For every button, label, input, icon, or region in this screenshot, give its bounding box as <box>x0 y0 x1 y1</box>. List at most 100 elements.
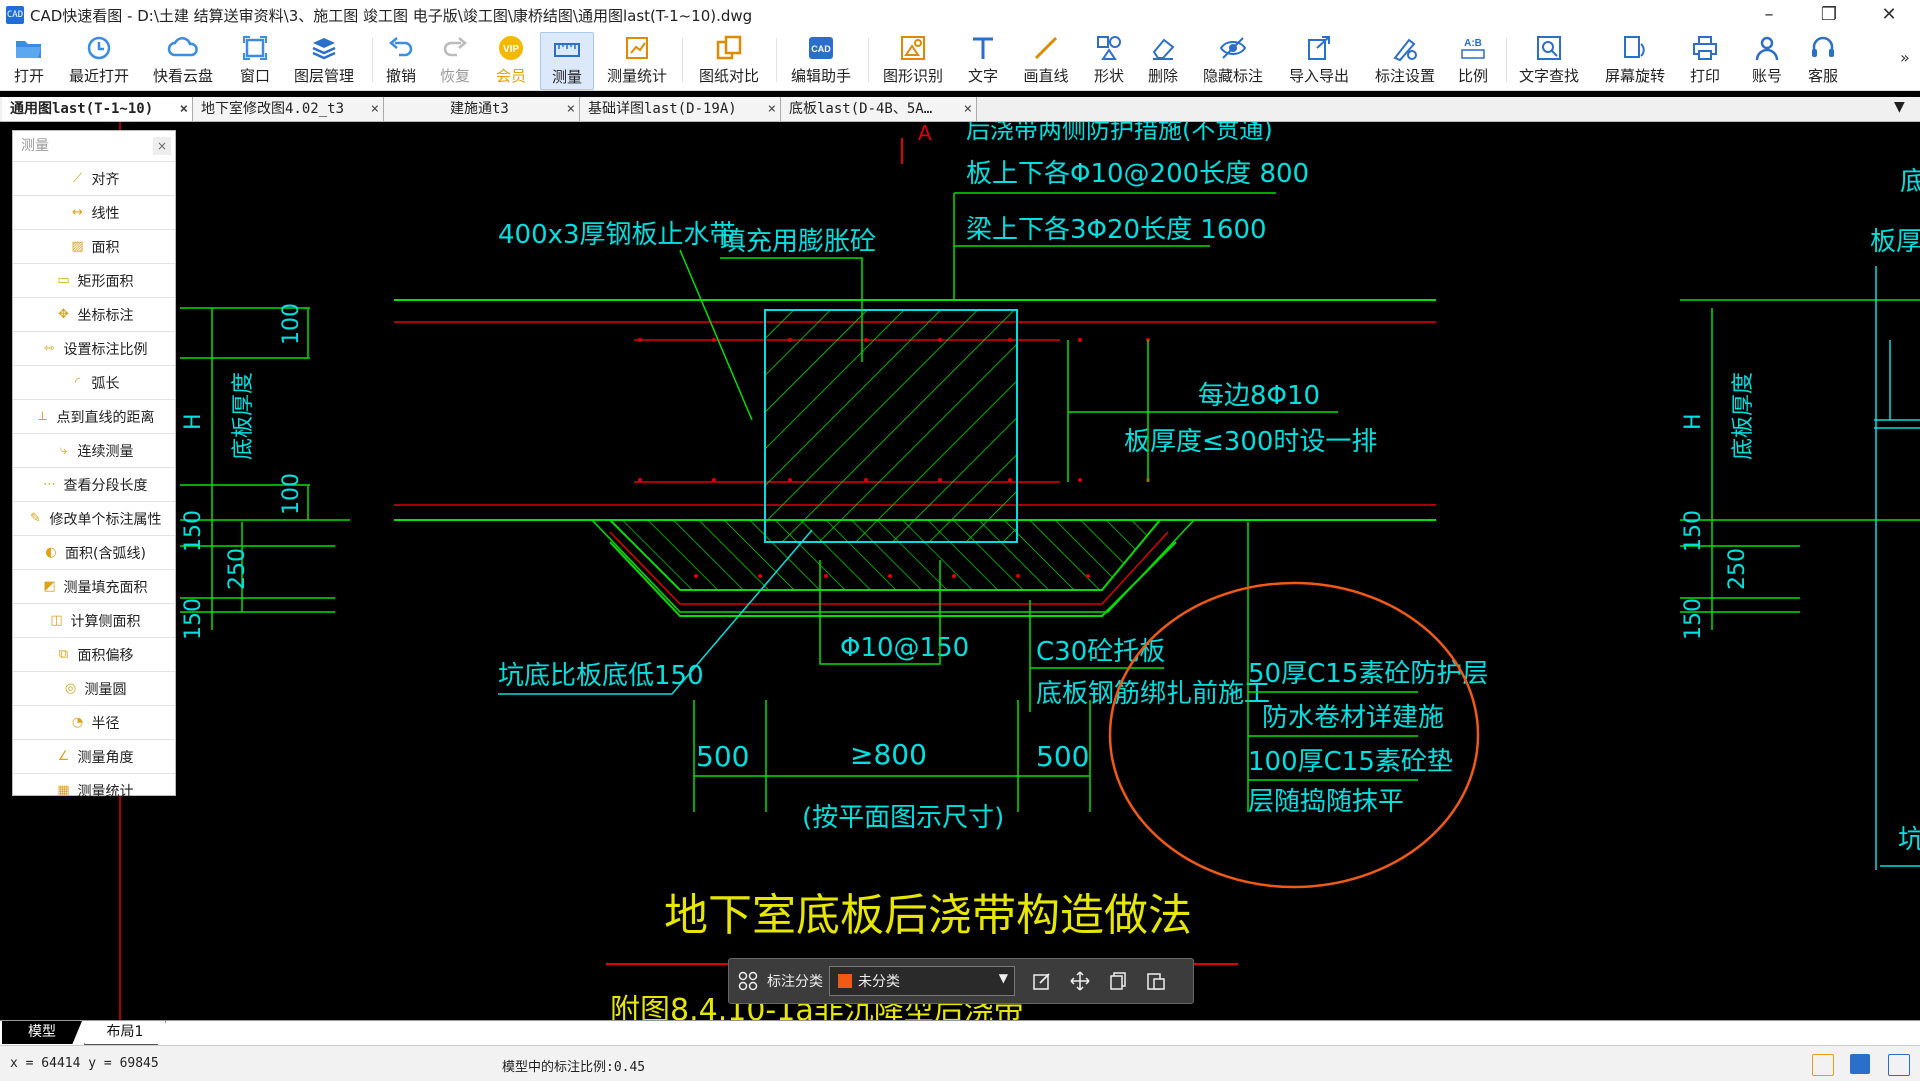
print-button[interactable]: 打印 <box>1684 32 1726 88</box>
redo-button[interactable]: 恢复 <box>434 32 476 88</box>
recent-open-button[interactable]: 最近打开 <box>64 32 134 88</box>
edit-helper-button[interactable]: CAD 编辑助手 <box>786 32 856 88</box>
measure-item-side-area[interactable]: ◫计算侧面积 <box>13 603 175 637</box>
tab-document[interactable]: 建施通t3 × <box>384 97 580 121</box>
tab-close-icon[interactable]: × <box>370 101 379 117</box>
dim-text: 150 <box>181 598 206 640</box>
dim-text: 500 <box>1036 740 1089 773</box>
note-slab-rebar: 板上下各Φ10@200长度 800 <box>966 159 1309 189</box>
shape-recognize-button[interactable]: 图形识别 <box>878 32 948 88</box>
measure-item-fill-area[interactable]: ◩测量填充面积 <box>13 569 175 603</box>
area-offset-icon: ⧉ <box>58 646 69 662</box>
undo-button[interactable]: 撤销 <box>380 32 422 88</box>
vip-button[interactable]: VIP 会员 <box>490 32 532 88</box>
annotation-settings-button[interactable]: 标注设置 <box>1370 32 1440 88</box>
tab-document[interactable]: 基础详图last(D-19A) × <box>580 97 781 121</box>
tab-close-icon[interactable]: × <box>566 101 575 117</box>
shapes-button[interactable]: 形状 <box>1088 32 1130 88</box>
cloud-drive-button[interactable]: 快看云盘 <box>148 32 218 88</box>
cloud-icon <box>166 32 200 64</box>
layer-manager-button[interactable]: 图层管理 <box>292 32 356 88</box>
svg-text:VIP: VIP <box>503 44 519 55</box>
measure-item-coordinate[interactable]: ✥坐标标注 <box>13 297 175 331</box>
measure-item-continuous[interactable]: ⤷连续测量 <box>13 433 175 467</box>
measure-item-align[interactable]: ⟋对齐 <box>13 161 175 195</box>
measure-item-arc-length[interactable]: ◜弧长 <box>13 365 175 399</box>
hide-annotation-button[interactable]: 隐藏标注 <box>1198 32 1268 88</box>
fullscreen-icon[interactable] <box>1888 1054 1910 1076</box>
measure-item-radius[interactable]: ◔半径 <box>13 705 175 739</box>
tab-document[interactable]: 通用图last(T-1~10) × <box>2 97 193 121</box>
measure-item-edit-annotation[interactable]: ✎修改单个标注属性 <box>13 501 175 535</box>
measure-item-point-line[interactable]: ⟂点到直线的距离 <box>13 399 175 433</box>
tab-document[interactable]: 地下室修改图4.02_t3 × <box>193 97 384 121</box>
right-partial-text: 底 <box>1900 167 1920 197</box>
tab-close-icon[interactable]: × <box>179 101 188 117</box>
edit-icon[interactable] <box>1023 959 1061 1003</box>
maximize-button[interactable]: ❐ <box>1820 4 1838 25</box>
tab-layout1[interactable]: 布局1 <box>84 1021 166 1045</box>
move-icon[interactable] <box>1061 959 1099 1003</box>
rebar-dots <box>638 338 1150 578</box>
dim-text: 150 <box>1681 598 1706 640</box>
measure-item-stats[interactable]: ▦测量统计 <box>13 773 175 807</box>
chevron-down-icon: ▼ <box>998 971 1008 985</box>
radius-icon: ◔ <box>71 714 84 730</box>
label-slab-thickness: 底板厚度 <box>1731 372 1756 460</box>
minimize-button[interactable]: – <box>1764 4 1774 25</box>
support-button[interactable]: 客服 <box>1802 32 1844 88</box>
note-c15-protect: 50厚C15素砼防护层 <box>1248 659 1488 689</box>
open-button[interactable]: 打开 <box>8 32 50 88</box>
copy-icon[interactable] <box>1099 959 1137 1003</box>
measure-stats-button[interactable]: 测量统计 <box>604 32 670 88</box>
draw-line-button[interactable]: 画直线 <box>1018 32 1074 88</box>
toolbar-more-button[interactable]: » <box>1900 48 1910 67</box>
leader-line <box>679 249 753 421</box>
compare-button[interactable]: 图纸对比 <box>694 32 764 88</box>
measure-item-area-offset[interactable]: ⧉面积偏移 <box>13 637 175 671</box>
snap-icon[interactable] <box>1850 1054 1870 1074</box>
measure-item-angle[interactable]: ∠测量角度 <box>13 739 175 773</box>
set-scale-icon: ⇿ <box>44 340 55 356</box>
measure-panel-header: 测量 × <box>13 131 175 161</box>
dim-ticks <box>180 307 350 613</box>
annotation-category-select[interactable]: 未分类 ▼ <box>829 966 1015 996</box>
drawing-canvas[interactable]: 后浇带两侧防护措施(不贯通) A 100 100 150 250 15 <box>0 122 1920 1020</box>
paste-icon[interactable] <box>1137 959 1175 1003</box>
text-icon <box>966 32 1000 64</box>
shape-recognize-icon <box>896 32 930 64</box>
measure-button[interactable]: 测量 <box>540 32 594 90</box>
measure-item-circle[interactable]: ◎测量圆 <box>13 671 175 705</box>
area-icon: ▨ <box>71 238 84 254</box>
note-beam-rebar: 梁上下各3Φ20长度 1600 <box>966 215 1267 245</box>
delete-button[interactable]: 删除 <box>1142 32 1184 88</box>
text-button[interactable]: 文字 <box>962 32 1004 88</box>
grid-icon[interactable] <box>729 959 767 1003</box>
rect-area-icon: ▭ <box>57 272 70 288</box>
window-button[interactable]: 窗口 <box>234 32 276 88</box>
tray-rebar-line <box>609 531 1169 605</box>
rotate-screen-button[interactable]: 屏幕旋转 <box>1600 32 1670 88</box>
import-export-button[interactable]: 导入导出 <box>1284 32 1354 88</box>
scale-button[interactable]: A:B 比例 <box>1452 32 1494 88</box>
measure-item-linear[interactable]: ↔线性 <box>13 195 175 229</box>
panel-close-icon[interactable]: × <box>153 137 171 155</box>
drawing-text-mark: A <box>918 122 932 145</box>
measure-item-rect-area[interactable]: ▭矩形面积 <box>13 263 175 297</box>
measure-item-segment[interactable]: ⋯查看分段长度 <box>13 467 175 501</box>
note-icon[interactable] <box>1812 1054 1834 1076</box>
tab-menu-button[interactable]: ▼ <box>1894 99 1905 115</box>
arc-area-icon: ◐ <box>45 544 57 560</box>
note-rebar-150: Φ10@150 <box>840 633 969 663</box>
shapes-icon <box>1092 32 1126 64</box>
tab-model[interactable]: 模型 <box>2 1021 82 1044</box>
tab-close-icon[interactable]: × <box>767 101 776 117</box>
measure-item-area[interactable]: ▨面积 <box>13 229 175 263</box>
account-button[interactable]: 账号 <box>1746 32 1788 88</box>
tab-close-icon[interactable]: × <box>963 101 972 117</box>
text-search-button[interactable]: 文字查找 <box>1514 32 1584 88</box>
tab-document[interactable]: 底板last(D-4B、5A… × <box>781 97 977 121</box>
measure-item-set-scale[interactable]: ⇿设置标注比例 <box>13 331 175 365</box>
close-window-button[interactable]: ✕ <box>1881 4 1897 25</box>
measure-item-arc-area[interactable]: ◐面积(含弧线) <box>13 535 175 569</box>
